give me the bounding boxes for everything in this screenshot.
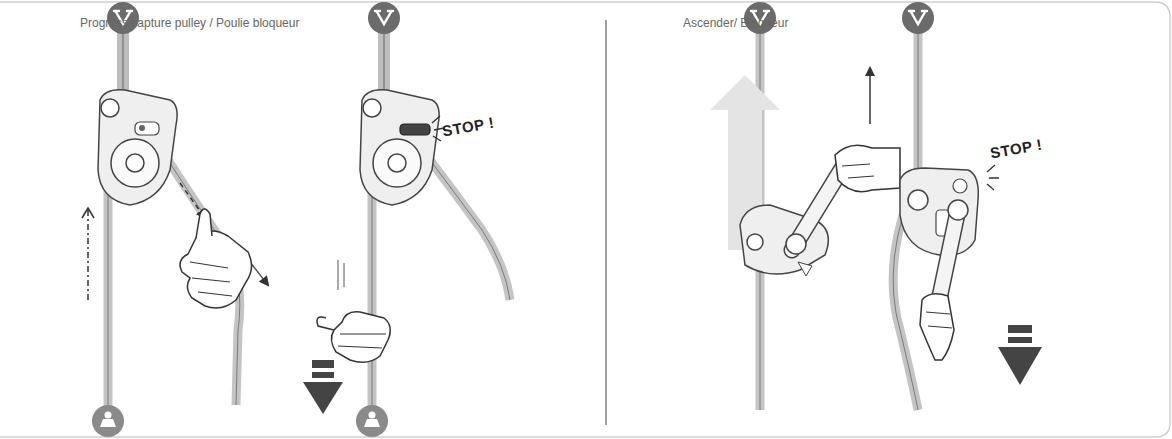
stop-callout: STOP ! (441, 114, 496, 140)
panel-heading: Progress capture pulley / Poulie bloqueu… (80, 16, 299, 30)
stop-callout: STOP ! (989, 136, 1044, 162)
panel-heading: Ascender/ Bloqueur (683, 16, 788, 30)
